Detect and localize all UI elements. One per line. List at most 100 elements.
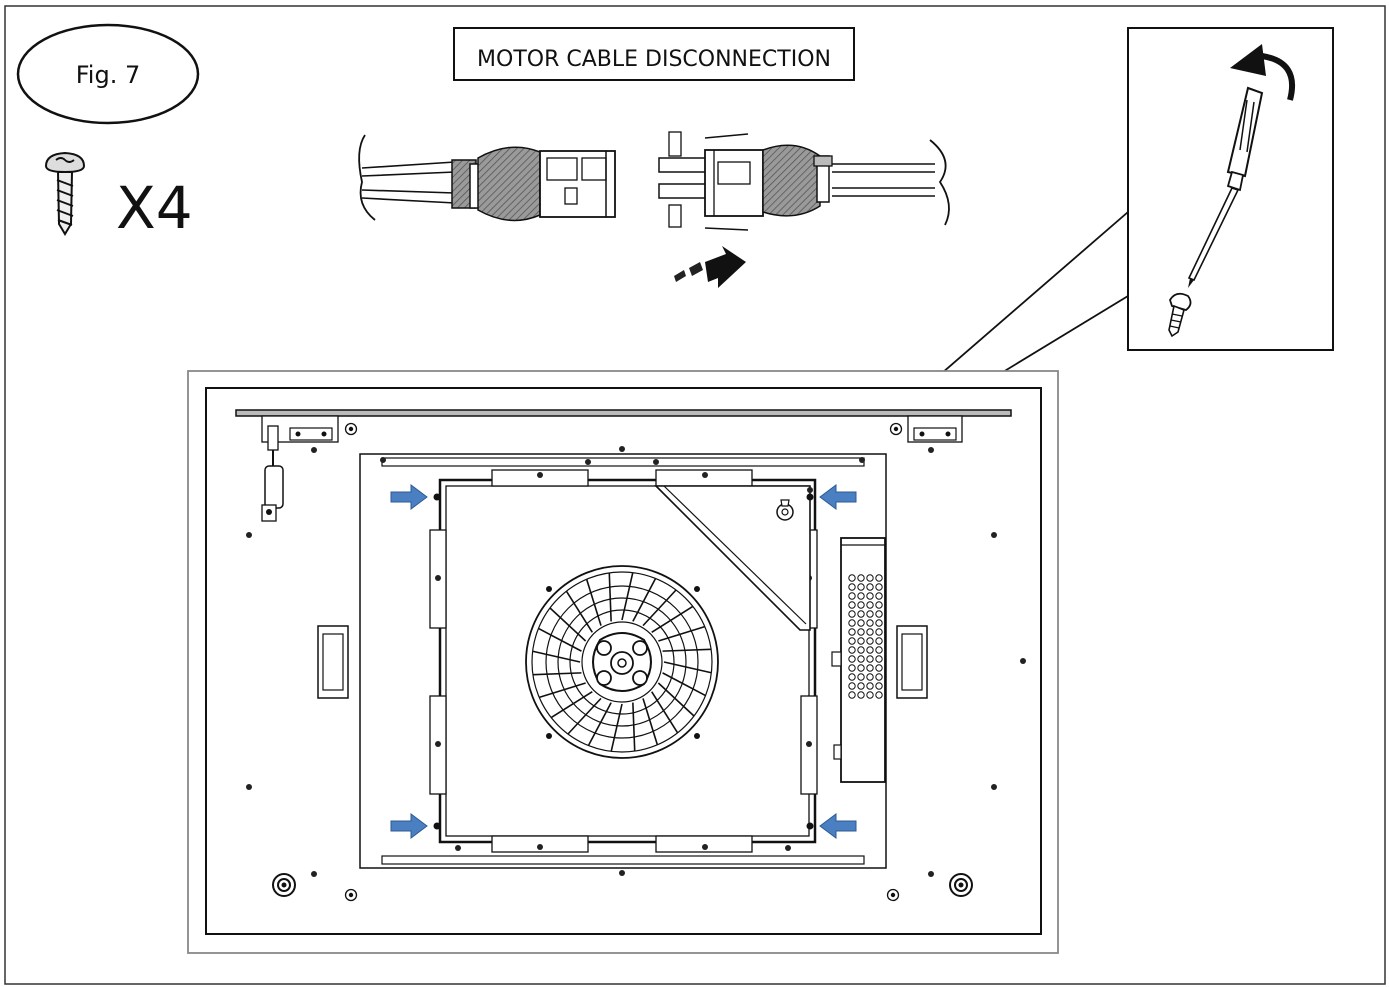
vent-hole — [848, 628, 856, 636]
vent-hole — [857, 628, 865, 636]
vent-hole — [848, 574, 856, 582]
screw-point — [433, 493, 441, 501]
fan-spoke — [651, 605, 694, 633]
fan-spoke — [549, 607, 587, 642]
fan-spoke — [632, 578, 657, 622]
vent-hole — [866, 601, 874, 609]
vent-hole — [857, 637, 865, 645]
vent-hole — [866, 646, 874, 654]
quantity-label: X4 — [116, 174, 193, 242]
vent-hole — [866, 619, 874, 627]
vent-hole — [848, 673, 856, 681]
vent-hole — [857, 592, 865, 600]
left-hinge — [261, 415, 339, 522]
fan-spoke — [662, 672, 706, 697]
screwdriver-inset — [1127, 27, 1334, 351]
cable-connector-illustration — [358, 131, 950, 288]
pull-apart-arrow-icon — [674, 246, 746, 288]
vent-hole — [848, 592, 856, 600]
fan-spoke — [587, 702, 612, 746]
vent-hole — [848, 646, 856, 654]
vent-hole — [866, 574, 874, 582]
vent-hole — [857, 583, 865, 591]
fan-spoke — [658, 625, 706, 642]
vent-hole — [848, 637, 856, 645]
fan-spoke — [610, 703, 623, 752]
right-foot — [949, 873, 973, 897]
screw-point — [806, 493, 814, 501]
vent-hole — [866, 691, 874, 699]
vent-hole — [866, 673, 874, 681]
vent-hole — [875, 610, 883, 618]
left-cable — [358, 134, 616, 222]
right-handle — [896, 625, 928, 699]
page-border — [4, 5, 1386, 985]
vent-hole — [857, 610, 865, 618]
vent-hole — [866, 664, 874, 672]
vent-hole — [866, 592, 874, 600]
fan-spoke — [642, 589, 677, 627]
right-hinge — [907, 415, 963, 443]
vent-hole — [875, 646, 883, 654]
vent-hole — [848, 601, 856, 609]
vent-hole — [848, 619, 856, 627]
vent-hole — [875, 691, 883, 699]
vent-hole — [875, 655, 883, 663]
vent-hole — [857, 682, 865, 690]
vent-hole — [875, 628, 883, 636]
vent-hole — [857, 655, 865, 663]
vent-hole — [875, 583, 883, 591]
small-screw-icon — [1168, 292, 1192, 338]
vent-hole — [857, 619, 865, 627]
vent-hole — [848, 610, 856, 618]
fan-spoke — [538, 682, 586, 699]
vent-hole — [875, 682, 883, 690]
vent-hole — [866, 583, 874, 591]
figure-label-badge: Fig. 7 — [16, 23, 200, 125]
ground-terminal — [776, 499, 794, 521]
fan-spoke — [532, 650, 581, 663]
motor-fan — [525, 565, 719, 759]
vent-hole — [875, 592, 883, 600]
figure-label: Fig. 7 — [76, 61, 141, 89]
fan-spoke — [585, 578, 602, 626]
left-handle — [317, 625, 349, 699]
fan-spoke — [663, 661, 712, 674]
vent-hole — [857, 646, 865, 654]
vent-hole — [866, 637, 874, 645]
title-box: MOTOR CABLE DISCONNECTION — [453, 27, 855, 81]
fan-spoke — [642, 698, 659, 746]
vent-hole — [857, 601, 865, 609]
vent-hole — [866, 610, 874, 618]
vent-hole — [848, 583, 856, 591]
control-box — [831, 537, 886, 783]
vent-hole — [848, 682, 856, 690]
fan-spoke — [532, 672, 582, 676]
vent-hole — [875, 637, 883, 645]
vent-hole — [875, 664, 883, 672]
rotate-counterclockwise-arrow-icon — [1230, 44, 1296, 101]
vent-hole — [866, 628, 874, 636]
left-foot — [272, 873, 296, 897]
fan-spoke — [538, 627, 582, 652]
fan-spoke — [565, 590, 593, 633]
vent-hole — [875, 601, 883, 609]
vent-hole — [866, 682, 874, 690]
vent-hole — [848, 664, 856, 672]
vent-hole — [857, 691, 865, 699]
vent-hole — [857, 673, 865, 681]
vent-hole — [875, 619, 883, 627]
vent-hole — [857, 574, 865, 582]
hood-body — [187, 370, 1059, 954]
screw-point — [806, 822, 814, 830]
screw-point — [433, 822, 441, 830]
diagram-title: MOTOR CABLE DISCONNECTION — [477, 47, 831, 72]
fan-spoke — [608, 572, 612, 622]
vent-hole — [848, 655, 856, 663]
fan-spoke — [621, 572, 634, 621]
fan-spoke — [657, 682, 695, 717]
fan-spoke — [567, 697, 602, 735]
vent-hole — [866, 655, 874, 663]
fan-spoke — [662, 648, 712, 652]
